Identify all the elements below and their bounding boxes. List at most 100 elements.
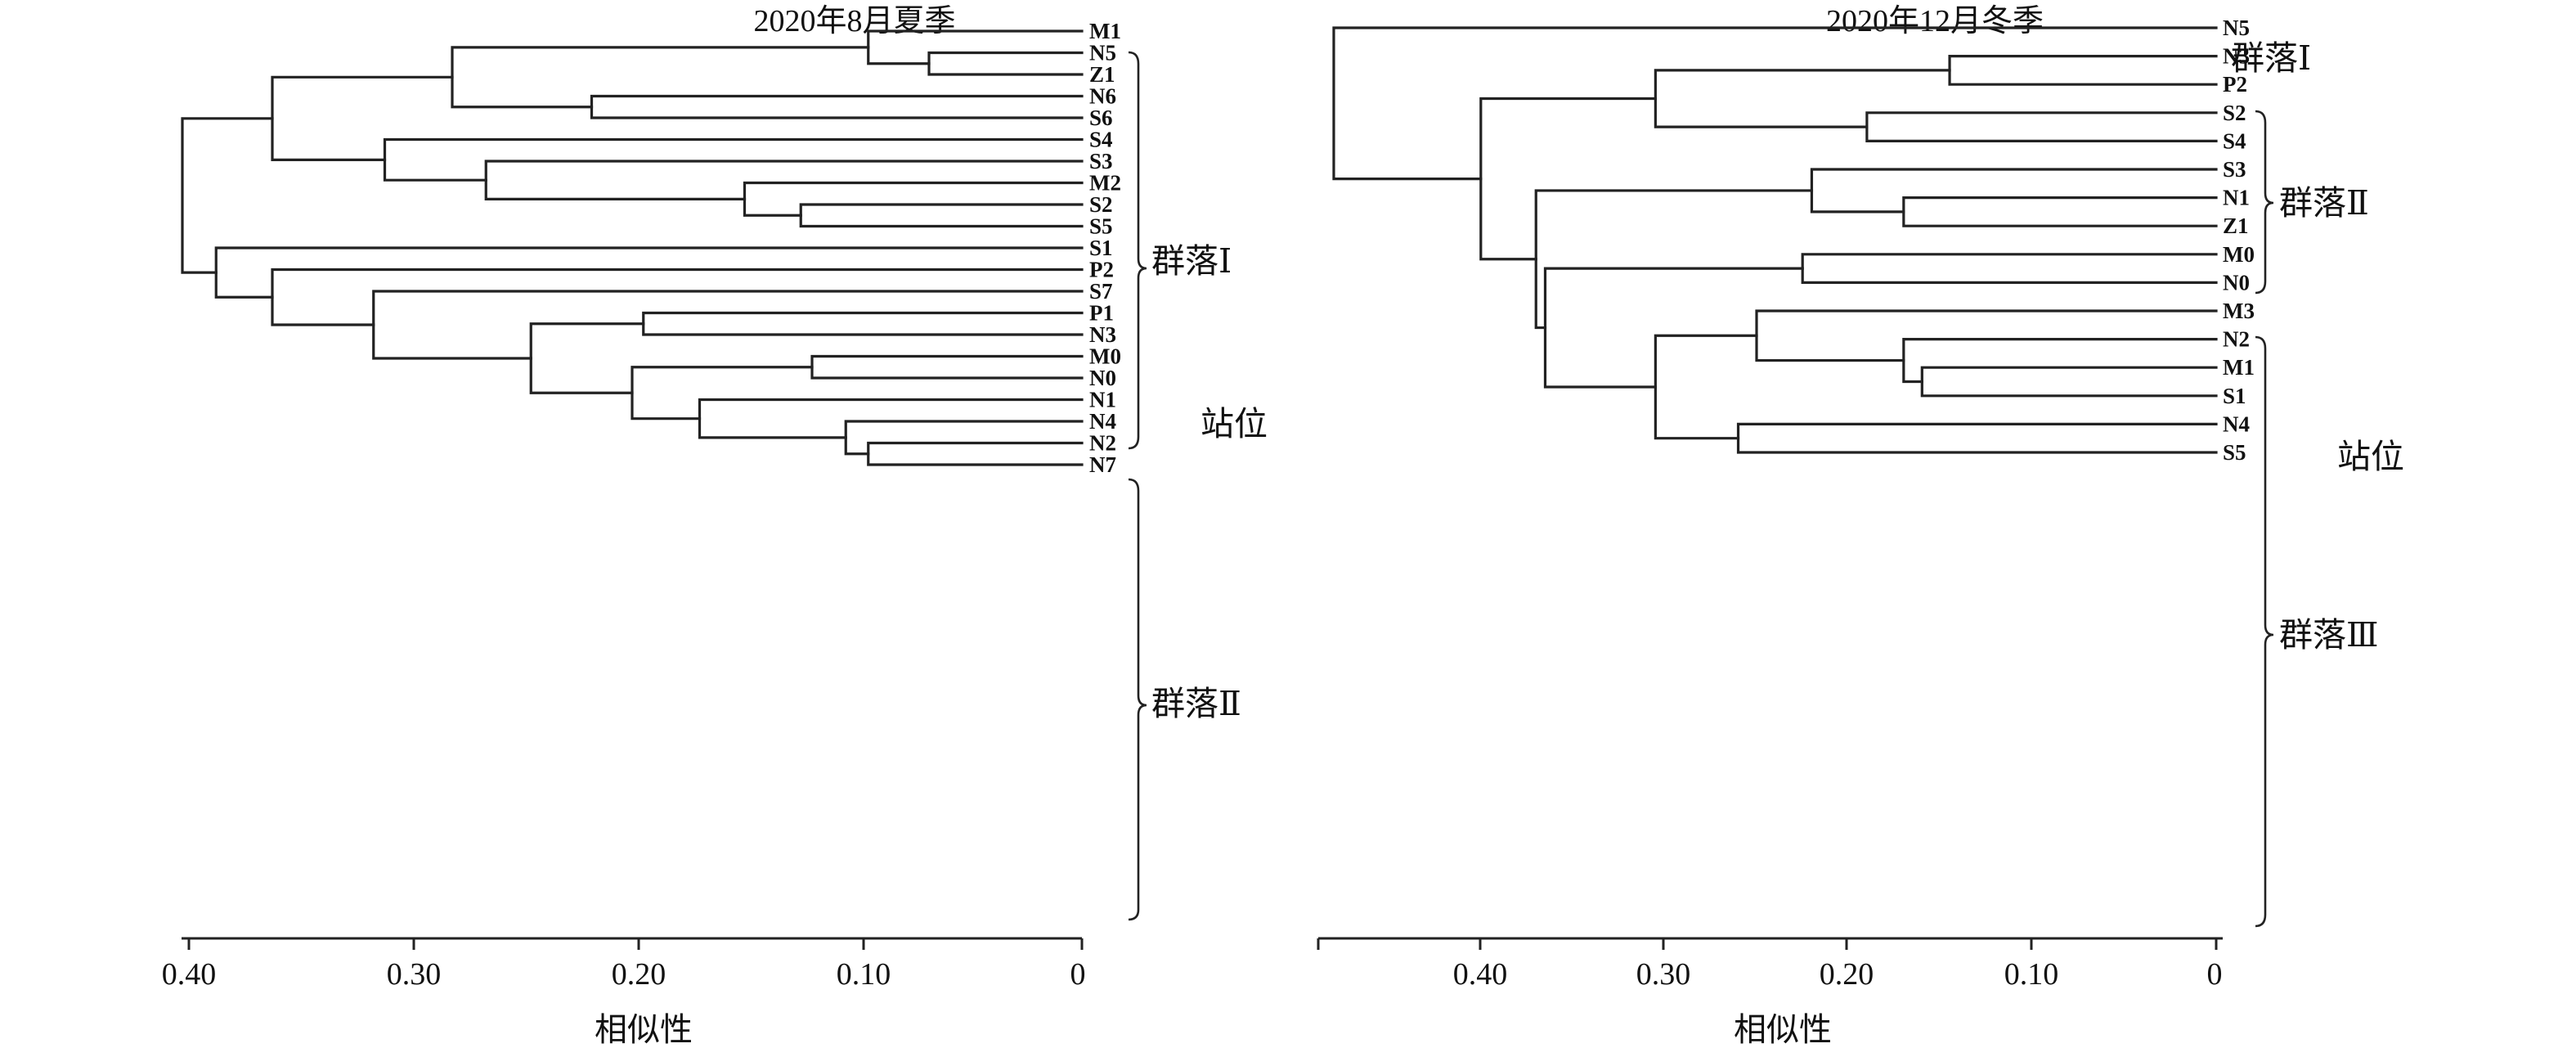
right-group3-label: 群落Ⅲ [2279,616,2379,654]
leaf-label-S5: S5 [1089,214,1113,239]
right-dendrogram: 2020年12月冬季 N5N3P2S2S4S3N1Z1M0N0M3N2M1S1N… [1317,4,2404,1048]
dendrogram-branch [1543,267,1804,389]
right-group3-brace [2255,335,2274,928]
left-leaf-labels: M1N5Z1N6S6S4S3M2S2S5S1P2S7P1N3M0N0N1N4N2… [1089,19,1121,477]
left-side-label: 站位 [1200,405,1268,443]
leaf-label-S4: S4 [2223,128,2246,153]
leaf-label-S3: S3 [1089,149,1113,173]
dendrogram-branch [1948,55,2218,86]
dendrogram-branch [1801,253,2218,284]
leaf-label-M2: M2 [1089,171,1121,196]
right-tick-label-0: 0 [2207,957,2223,992]
left-tick-label-0: 0 [1070,957,1086,992]
left-chart-title: 2020年8月夏季 [753,4,955,38]
dendrogram-branch [271,268,1084,326]
leaf-label-M3: M3 [2223,299,2255,323]
right-tick-label-040: 0.40 [1453,957,1508,992]
left-dendrogram-branches [181,29,1084,466]
leaf-label-S2: S2 [1089,192,1113,217]
leaf-label-N3: N3 [2223,44,2250,69]
left-dendrogram: 2020年8月夏季 M1N5Z1N6S6S4S3M2S2S5S1P2S7P1N3… [162,4,1268,1048]
leaf-label-N7: N7 [1089,452,1116,477]
leaf-label-N2: N2 [2223,327,2250,352]
leaf-label-M1: M1 [2223,355,2255,380]
right-x-axis-label: 相似性 [1734,1011,1832,1048]
leaf-label-S4: S4 [1089,128,1113,152]
dendrogram-branch [383,137,1084,182]
leaf-label-N4: N4 [1089,409,1116,434]
right-group2-brace [2255,110,2274,295]
dendrogram-branch [271,75,454,161]
leaf-label-N1: N1 [2223,186,2250,210]
dendrogram-branch [1534,189,1814,330]
dendrogram-branch [372,290,1084,360]
right-tick-label-030: 0.30 [1636,957,1691,992]
leaf-label-N5: N5 [2223,16,2250,40]
dendrogram-branch [1902,338,2218,384]
leaf-label-S6: S6 [1089,106,1113,130]
leaf-label-S2: S2 [2223,101,2246,125]
dendrogram-branch [529,322,645,394]
leaf-label-N1: N1 [1089,388,1116,412]
dendrogram-branch [642,311,1084,336]
dendrogram-branch [590,94,1084,119]
leaf-label-S3: S3 [2223,157,2246,182]
dendrogram-branch [1654,69,1951,128]
left-tick-label-040: 0.40 [162,957,217,992]
dendrogram-branch [844,420,1084,456]
dendrogram-branch [799,203,1084,228]
dendrogram-branch [867,441,1084,466]
dendrogram-branch [927,51,1084,76]
leaf-label-S1: S1 [1089,236,1113,260]
dendrogram-branch [181,117,274,274]
leaf-label-N4: N4 [2223,412,2250,436]
dendrogram-branch [1332,26,2218,181]
dendrogram-branch [698,398,1084,439]
dendrogram-branch [1810,168,2218,214]
leaf-label-S5: S5 [2223,440,2246,465]
left-group1-label: 群落Ⅰ [1151,242,1232,280]
dendrogram-branch [484,160,1084,200]
dendrogram-branch [1902,196,2218,227]
dendrogram-branch [1865,111,2218,142]
dendrogram-branch [1736,422,2218,454]
left-x-axis-label: 相似性 [595,1011,693,1048]
right-group1-label: 群落Ⅰ [2231,39,2311,77]
right-chart-title: 2020年12月冬季 [1826,4,2044,38]
dendrogram-branch [810,354,1084,380]
dendrogram-branch [631,366,814,421]
leaf-label-S1: S1 [2223,384,2246,408]
leaf-label-M1: M1 [1089,19,1121,43]
right-dendrogram-branches [1332,26,2218,454]
leaf-label-N0: N0 [1089,366,1116,390]
dendrogram-branch [743,181,1084,217]
left-group2-brace [1128,478,1147,921]
left-group1-brace [1128,51,1147,450]
left-tick-label-020: 0.20 [612,957,666,992]
right-side-label: 站位 [2337,438,2404,475]
leaf-label-S7: S7 [1089,279,1113,304]
left-tick-label-030: 0.30 [387,957,442,992]
leaf-label-Z1: Z1 [1089,62,1115,87]
leaf-label-N0: N0 [2223,270,2250,295]
leaf-label-M0: M0 [2223,242,2255,267]
dendrogram-branch [1920,366,2218,398]
left-tick-label-010: 0.10 [837,957,891,992]
leaf-label-N5: N5 [1089,41,1116,65]
dendrogram-branch [1755,309,2218,362]
left-group2-label: 群落Ⅱ [1151,685,1241,722]
leaf-label-P1: P1 [1089,301,1114,326]
leaf-label-M0: M0 [1089,344,1121,369]
leaf-label-N6: N6 [1089,84,1116,109]
dendrogram-branch [1479,97,1657,261]
leaf-label-N3: N3 [1089,322,1116,347]
leaf-label-P2: P2 [1089,258,1114,282]
leaf-label-P2: P2 [2223,72,2247,97]
right-tick-label-020: 0.20 [1820,957,1874,992]
leaf-label-Z1: Z1 [2223,214,2249,238]
dendrogram-branch [214,246,1084,299]
dendrogram-branch [451,46,870,109]
leaf-label-N2: N2 [1089,431,1116,456]
